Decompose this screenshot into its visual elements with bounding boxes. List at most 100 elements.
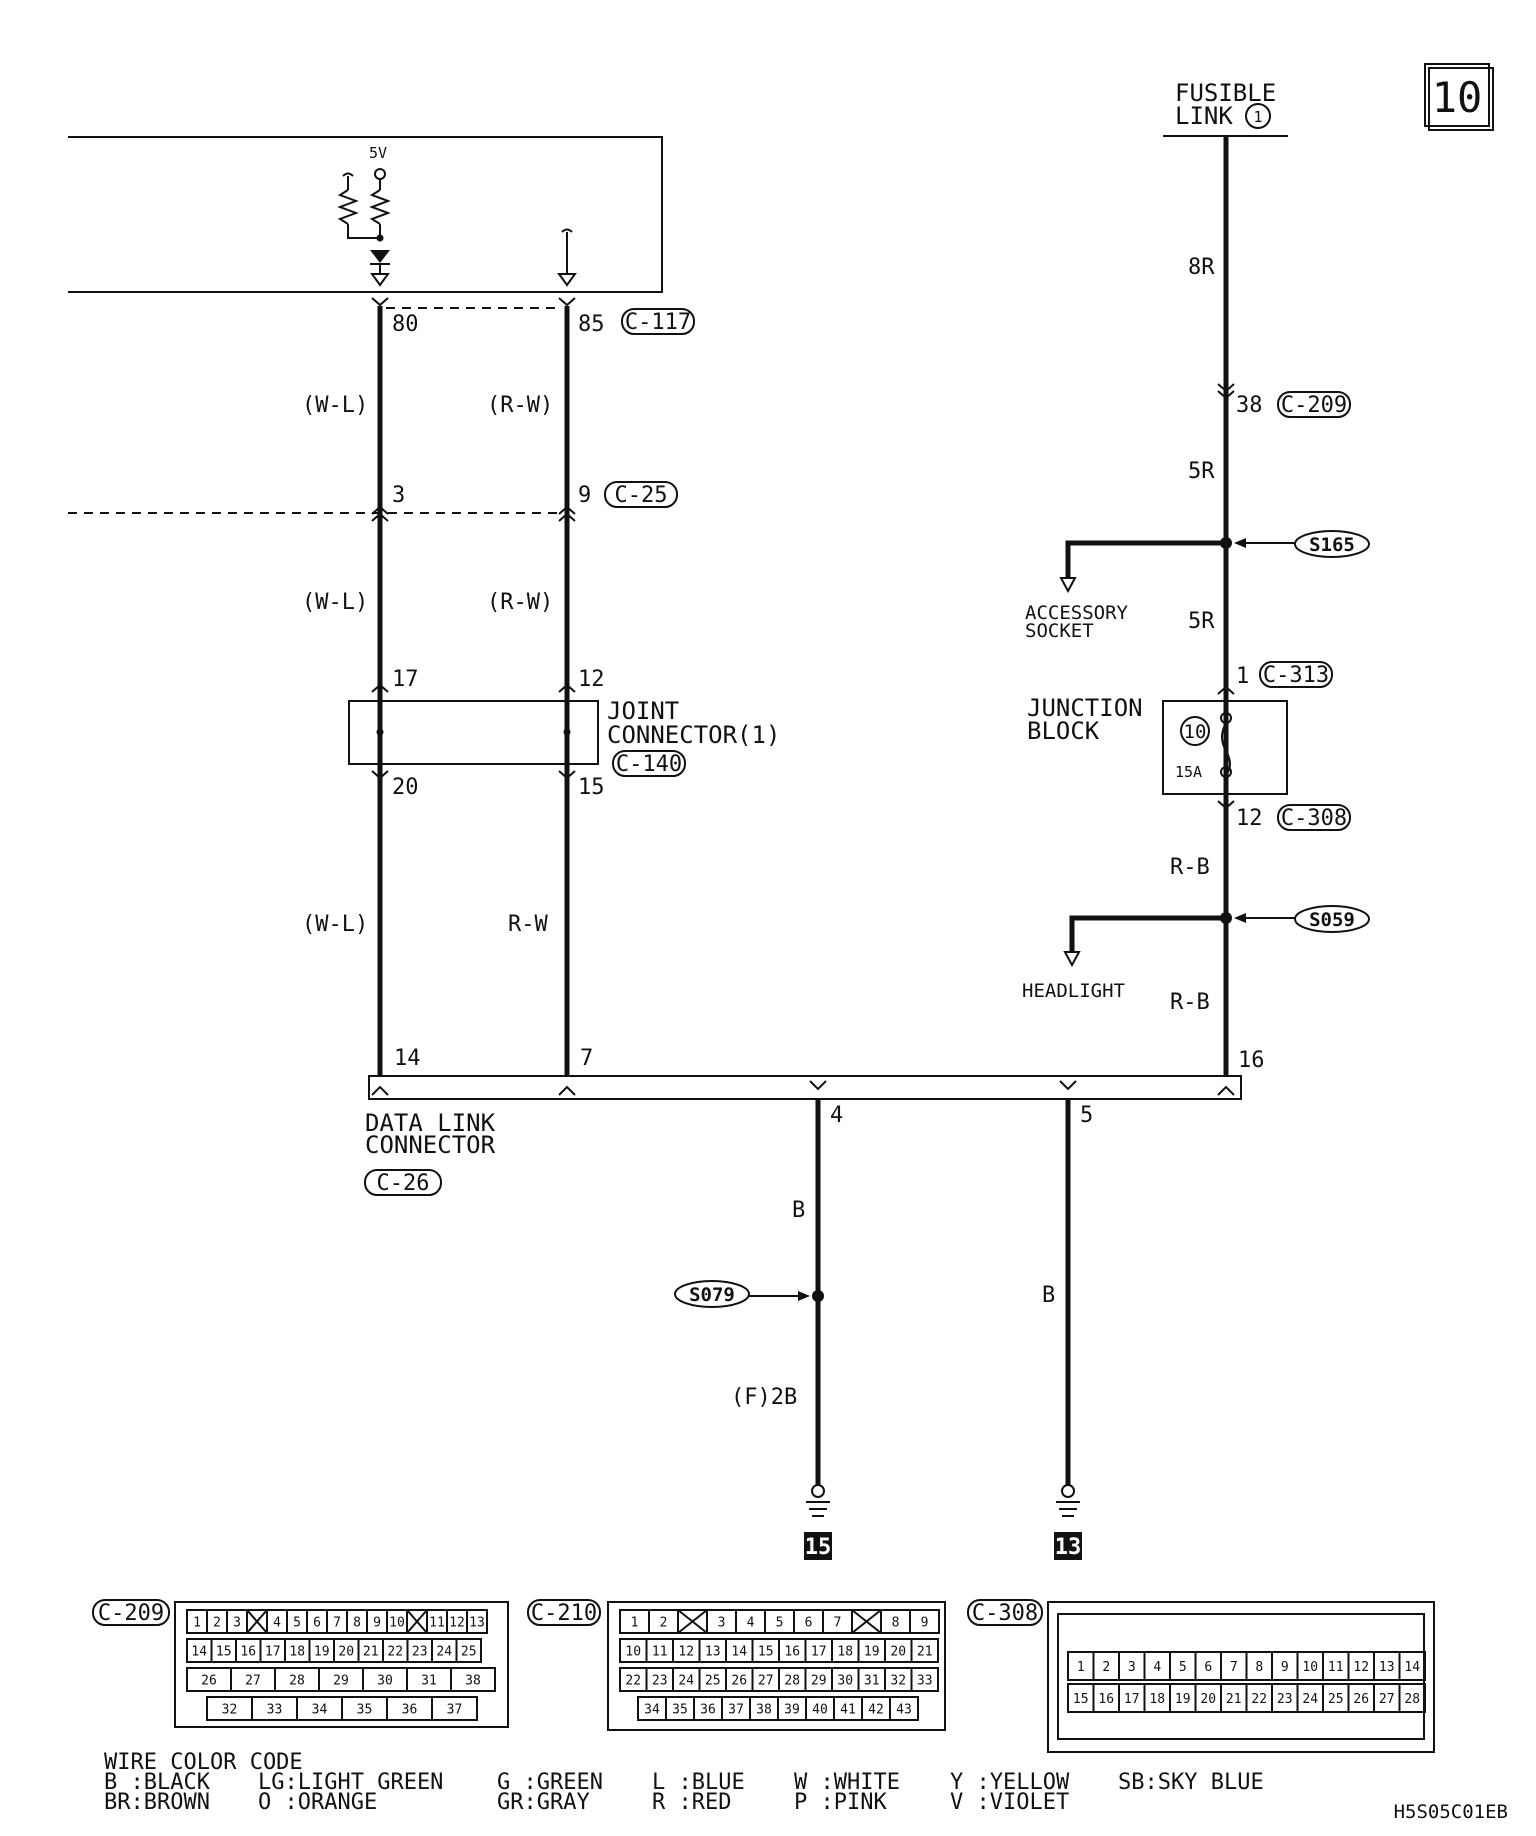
connector-cell-label: 9 [921,1616,929,1631]
fusible-link-label-2: LINK [1175,102,1233,130]
connector-cell-label: 37 [447,1703,463,1718]
connector-cell-label: 5 [776,1616,784,1631]
jc-label-2: CONNECTOR(1) [607,721,780,749]
conn-c209-pin: C-209 [1281,393,1347,418]
connector-cell-label: 15 [758,1645,774,1660]
connector-cell-label: 8 [353,1616,361,1631]
connector-cell-label: 27 [1379,1692,1395,1707]
connector-cell-label: 21 [363,1645,379,1660]
label-rw-2: (R-W) [487,590,553,615]
connector-cell-label: 15 [216,1645,232,1660]
ecu-ground-arrow-a [370,273,390,287]
fusible-link: FUSIBLE LINK 1 [1163,79,1288,137]
label-wl-1: (W-L) [302,393,368,418]
pin-80: 80 [392,312,419,337]
connector-cell-label: 13 [1379,1660,1395,1675]
c25-pin-3: 3 [392,483,405,508]
connector-cell-label: 41 [840,1703,856,1718]
ecu-pullup-resistor [369,189,391,225]
ecu-voltage: 5V [369,144,387,162]
connector-cell-label: 33 [267,1703,283,1718]
connector-cell-label: 11 [1328,1660,1344,1675]
connector-cell-label: 2 [660,1616,668,1631]
jb-label-2: BLOCK [1027,717,1100,745]
connector-cell-label: 25 [705,1674,721,1689]
ecu-5v-terminal [374,168,386,180]
dlc-pin-5: 5 [1080,1103,1093,1128]
connector-cell-label: 26 [201,1674,217,1689]
connector-cell-label: 30 [837,1674,853,1689]
connector-cell-label: 10 [1302,1660,1318,1675]
connector-cell-label: 29 [333,1674,349,1689]
connector-cell [1398,1651,1426,1681]
label-f2b: (F)2B [731,1385,797,1410]
connector-cell [431,1696,478,1721]
connector-cell-label: 11 [429,1616,445,1631]
wcc-title: WIRE COLOR CODE [104,1750,303,1775]
connector-cell-label: 4 [747,1616,755,1631]
ecu-resistor-2 [337,189,359,225]
conn-c26: C-26 [377,1171,430,1196]
connector-cell-label: 34 [644,1703,660,1718]
connector-cell-label: 18 [1149,1692,1165,1707]
connector-cell-label: 20 [890,1645,906,1660]
connector-cell-label: 4 [1153,1660,1161,1675]
accessory-label-1: ACCESSORY [1025,602,1129,624]
connector-cell-label: 1 [631,1616,639,1631]
connector-cell-label: 9 [373,1616,381,1631]
fuse-number-circle [1180,716,1210,746]
connector-cell-label: 27 [758,1674,774,1689]
connector-cell-label: 10 [389,1616,405,1631]
connector-cell-label: 42 [868,1703,884,1718]
label-5r-1: 5R [1188,459,1215,484]
connector-cell-label: 1 [193,1616,201,1631]
wcc-r2-4: P :PINK [794,1790,887,1815]
c209-view-label: C-209 [98,1601,164,1626]
connector-cell-label: 17 [1124,1692,1140,1707]
connector-cell-label: 34 [312,1703,328,1718]
ecu-box: 5V [68,136,663,293]
connector-cell-label: 2 [1102,1660,1110,1675]
jc-pin-17: 17 [392,667,419,692]
connector-cell-label: 24 [678,1674,694,1689]
connector-cell-label: 21 [917,1645,933,1660]
conn-c313: C-313 [1263,663,1329,688]
c210-view-label: C-210 [531,1601,597,1626]
connector-cell-label: 17 [811,1645,827,1660]
jb-pin-12: 12 [1236,806,1263,831]
wcc-r2-0: BR:BROWN [104,1790,210,1815]
connector-cell-label: 12 [449,1616,465,1631]
connector-cell-label: 35 [672,1703,688,1718]
dlc-pin-14: 14 [394,1046,421,1071]
connector-cell-label: 4 [273,1616,281,1631]
connector-cell-label: 17 [265,1645,281,1660]
connector-cell [910,1638,939,1663]
connector-cell-label: 3 [233,1616,241,1631]
dlc-label-1: DATA LINK [365,1109,496,1137]
splice-s059-badge [1294,905,1370,933]
pin-80-terminal [371,297,389,307]
connector-cell-label: 18 [837,1645,853,1660]
label-wl-2: (W-L) [302,590,368,615]
connector-cell-label: 5 [293,1616,301,1631]
connector-cell-label: 31 [421,1674,437,1689]
jc-label-1: JOINT [607,697,679,725]
connector-cell-label: 39 [784,1703,800,1718]
connector-cell-label: 40 [812,1703,828,1718]
connector-cell-label: 26 [731,1674,747,1689]
wcc-r1-0: B :BLACK [104,1770,211,1795]
wire-headlight [1069,915,1226,952]
ground-symbol-13: 13 [1054,1484,1082,1560]
connector-cell [466,1609,488,1634]
connector-cell-label: 20 [1200,1692,1216,1707]
accessory-label-2: SOCKET [1025,620,1094,642]
connector-cell-label: 15 [1073,1692,1089,1707]
c209-pin-38: 38 [1236,393,1263,418]
wire-color-code: WIRE COLOR CODE B :BLACK LG:LIGHT GREEN … [104,1750,1264,1815]
connector-cell-label: 3 [1128,1660,1136,1675]
connector-cell-label: 11 [652,1645,668,1660]
jb-label-1: JUNCTION [1027,694,1143,722]
wcc-r2-3: R :RED [652,1790,731,1815]
jc-pin-12: 12 [578,667,605,692]
